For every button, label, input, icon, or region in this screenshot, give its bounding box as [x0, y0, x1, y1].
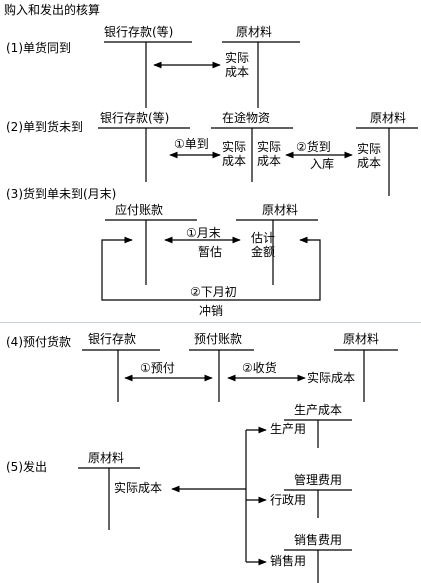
s4-acct-prepaid: 预付账款: [194, 332, 243, 346]
s2-step-1: ①单到: [174, 137, 209, 151]
s5-target-admin-account: 管理费用: [294, 473, 343, 487]
s1-actual-cost-1: 实际: [225, 51, 250, 65]
s5-acct-material: 原材料: [88, 451, 125, 465]
s5-target-sales-account: 销售费用: [294, 533, 343, 547]
s2-transit-debit-1: 实际: [222, 140, 247, 154]
s2-material-cost-1: 实际: [357, 142, 382, 156]
s4-actual-cost: 实际成本: [307, 371, 356, 385]
s1-acct-material: 原材料: [236, 25, 273, 39]
s3-estimate-2: 金额: [251, 245, 276, 259]
s5-target-prod-account: 生产成本: [294, 403, 343, 417]
s3-step-2: ②下月初: [190, 285, 237, 299]
s2-step-2a: ②货到: [296, 140, 331, 154]
s4-step-2: ②收货: [242, 361, 277, 375]
s5-label: (5)发出: [6, 460, 47, 474]
s1-acct-bank: 银行存款(等): [104, 25, 174, 39]
s4-label: (4)预付货款: [6, 335, 71, 349]
s5-target-sales-use: 销售用: [270, 554, 307, 568]
s4-acct-material: 原材料: [343, 332, 380, 346]
s2-acct-transit: 在途物资: [222, 111, 271, 125]
s2-material-cost-2: 成本: [357, 156, 382, 170]
s3-acct-payable: 应付账款: [115, 203, 164, 217]
s3-estimate-1: 估计: [251, 231, 276, 245]
s2-step-2b: 入库: [310, 157, 335, 171]
s2-transit-debit-2: 成本: [222, 154, 247, 168]
s2-transit-credit-2: 成本: [257, 154, 282, 168]
s1-label: (1)单货同到: [6, 41, 71, 55]
s3-step-1a: ①月末: [186, 226, 221, 240]
s5-target-admin-use: 行政用: [270, 493, 307, 507]
s2-transit-credit-1: 实际: [257, 140, 282, 154]
s3-acct-material: 原材料: [262, 203, 299, 217]
s3-label: (3)货到单未到(月末): [6, 187, 117, 201]
s4-step-1: ①预付: [140, 361, 175, 375]
s2-acct-material: 原材料: [370, 111, 407, 125]
s5-actual-cost: 实际成本: [114, 481, 163, 495]
s4-acct-bank: 银行存款: [88, 332, 137, 346]
s1-actual-cost-2: 成本: [225, 65, 250, 79]
s2-label: (2)单到货未到: [6, 120, 83, 134]
section-separator: [0, 322, 421, 323]
s5-target-prod-use: 生产用: [270, 422, 307, 436]
s3-step-1b: 暂估: [198, 245, 223, 259]
page-title: 购入和发出的核算: [4, 3, 101, 17]
s3-reverse-loop: [101, 239, 321, 301]
s3-reverse: 冲销: [199, 304, 224, 318]
s2-acct-bank: 银行存款(等): [100, 111, 170, 125]
